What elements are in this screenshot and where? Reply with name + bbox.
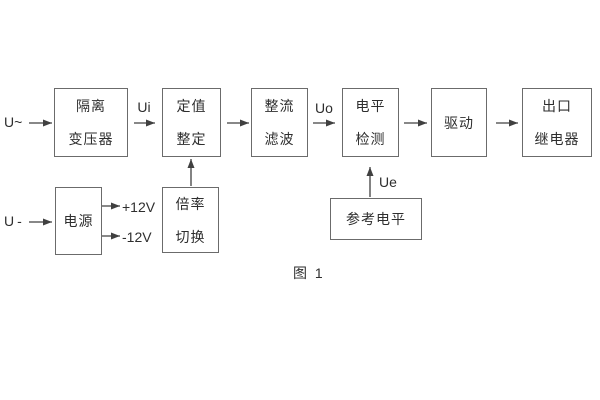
block-label-line: 变压器 <box>68 131 114 147</box>
block-label-line: 驱动 <box>444 114 474 131</box>
block-label-line: 继电器 <box>534 131 580 147</box>
block-label-line: 参考电平 <box>346 211 406 227</box>
block-label-line: 倍率 <box>175 195 206 212</box>
label-ue: Ue <box>379 174 397 190</box>
block-label-line: 整流 <box>264 98 295 114</box>
block-output-relay: 出口 继电器 <box>522 88 592 157</box>
block-label-line: 滤波 <box>264 131 295 147</box>
label-minus-12v: -12V <box>122 229 152 245</box>
label-ui: Ui <box>137 99 151 115</box>
block-label-line: 电源 <box>63 213 94 229</box>
block-label-line: 检测 <box>355 131 386 147</box>
label-uo: Uo <box>315 100 333 116</box>
block-level-detector: 电平 检测 <box>342 88 399 157</box>
block-label-line: 隔离 <box>76 98 106 114</box>
label-dc-input: U- <box>4 213 25 229</box>
figure-caption: 图 1 <box>293 265 325 281</box>
block-label-line: 切换 <box>175 228 206 245</box>
block-reference-level: 参考电平 <box>330 198 422 240</box>
block-setting-adjust: 定值 整定 <box>162 88 221 157</box>
block-power-supply: 电源 <box>55 187 102 255</box>
block-ratio-switch: 倍率 切换 <box>162 187 219 253</box>
block-driver: 驱动 <box>431 88 487 157</box>
label-ac-input: U~ <box>4 114 23 130</box>
label-plus-12v: +12V <box>122 199 156 215</box>
block-label-line: 电平 <box>355 98 386 114</box>
block-label-line: 整定 <box>176 131 207 147</box>
block-label-line: 定值 <box>176 98 207 114</box>
block-label-line: 出口 <box>542 98 572 114</box>
block-rectifier-filter: 整流 滤波 <box>251 88 308 157</box>
block-isolation-transformer: 隔离 变压器 <box>54 88 128 157</box>
